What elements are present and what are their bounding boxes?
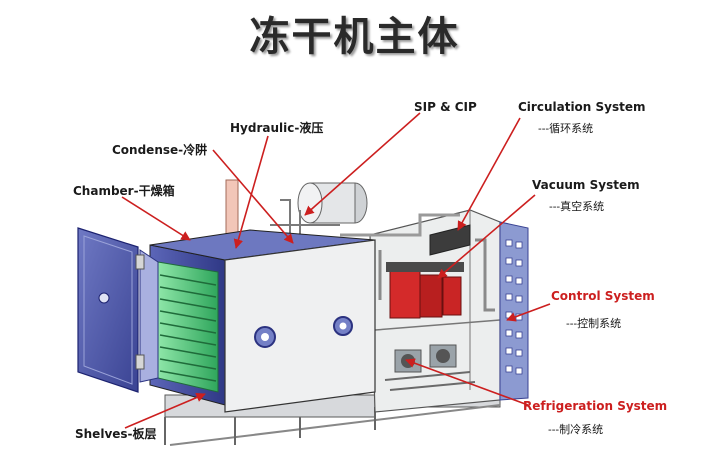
label-condense: Condense-冷阱 bbox=[112, 143, 208, 157]
label-control-system: Control System bbox=[551, 289, 655, 303]
chamber-door bbox=[77, 227, 145, 393]
label-hydraulic: Hydraulic-液压 bbox=[230, 121, 324, 135]
label-circulation-system-cn: ---循环系统 bbox=[538, 122, 594, 135]
control-panel-column bbox=[499, 221, 529, 401]
label-shelves: Shelves-板层 bbox=[75, 427, 157, 441]
shelves-stack bbox=[139, 249, 219, 393]
label-refrigeration-system: Refrigeration System bbox=[523, 399, 668, 413]
label-control-system-cn: ---控制系统 bbox=[566, 317, 622, 330]
machine-cabinet bbox=[369, 209, 501, 413]
leader-lines bbox=[121, 112, 551, 429]
label-vacuum-system-cn: ---真空系统 bbox=[549, 200, 605, 213]
label-vacuum-system: Vacuum System bbox=[532, 178, 640, 192]
label-circulation-system: Circulation System bbox=[518, 100, 646, 114]
label-sip-cip: SIP & CIP bbox=[414, 100, 477, 114]
label-chamber: Chamber-干燥箱 bbox=[73, 184, 175, 198]
page-title: 冻干机主体 bbox=[249, 13, 460, 60]
label-refrigeration-system-cn: ---制冷系统 bbox=[548, 423, 604, 436]
